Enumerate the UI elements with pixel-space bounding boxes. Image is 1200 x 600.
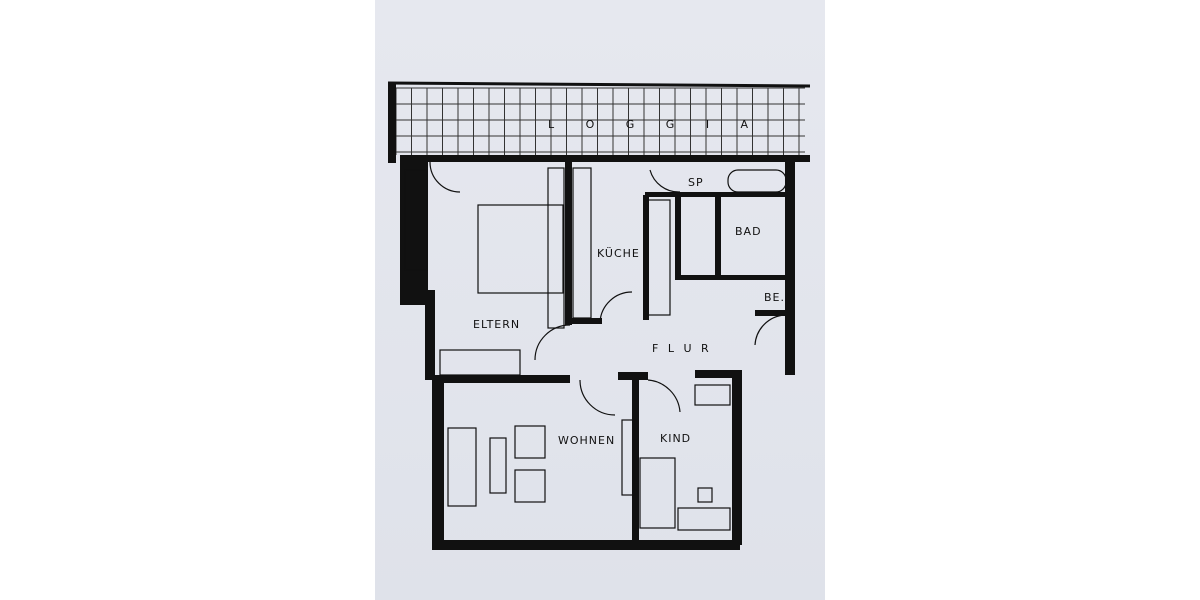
room-label-flur: F L U R [652,342,712,355]
room-label-wohnen: WOHNEN [558,434,615,447]
room-label-eltern: ELTERN [473,318,520,331]
room-label-sp: SP [688,176,704,189]
room-label-be: BE. [764,291,785,304]
furniture [404,161,787,531]
walls [388,83,810,550]
room-label-loggia: L O G G I A [548,118,762,131]
room-label-bad: BAD [735,225,762,238]
room-label-kind: KIND [660,432,691,445]
room-label-kueche: KÜCHE [597,247,640,260]
loggia [387,81,811,155]
paper-sheet [375,0,825,600]
